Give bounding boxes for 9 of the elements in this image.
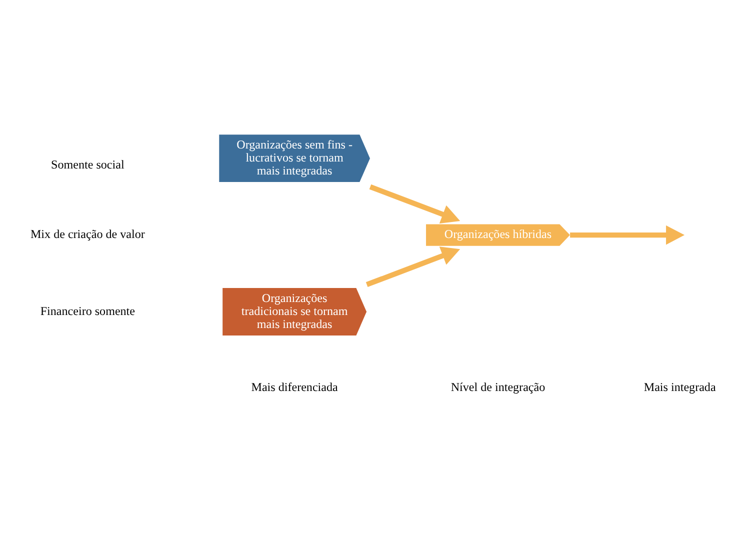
label: Mais integrada — [644, 380, 716, 394]
label: Somente social — [51, 157, 124, 172]
arrow — [369, 184, 460, 224]
arrow — [366, 246, 460, 288]
label: Financeiro somente — [40, 304, 136, 318]
label: Mix de criação de valor — [30, 227, 145, 242]
arrow — [570, 225, 685, 245]
label: Nível de integração — [450, 380, 546, 394]
label: Mais diferenciada — [251, 380, 338, 394]
